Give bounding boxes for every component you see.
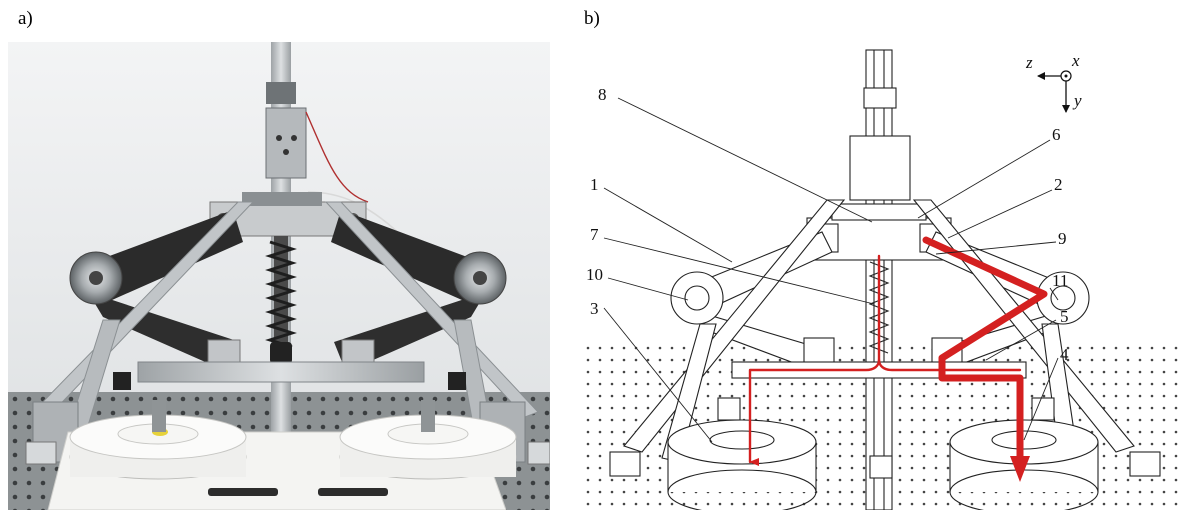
x-axis-label: x <box>1071 51 1080 70</box>
robot-photo <box>8 42 550 510</box>
callout-9: 9 <box>1058 229 1067 248</box>
spring <box>265 236 297 364</box>
linework <box>609 49 1161 510</box>
callout-2: 2 <box>1054 175 1063 194</box>
callout-7: 7 <box>590 225 599 244</box>
turntable-left <box>69 400 247 480</box>
y-axis-label: y <box>1072 91 1082 110</box>
callout-10: 10 <box>586 265 603 284</box>
panel-label-b: b) <box>584 8 600 29</box>
turntable-right <box>339 400 517 480</box>
z-axis-label: z <box>1025 53 1033 72</box>
panel-label-a: a) <box>18 8 33 29</box>
callout-5: 5 <box>1060 307 1069 326</box>
motor-block <box>265 107 307 179</box>
callout-4: 4 <box>1060 345 1069 364</box>
schematic-drawing: z x y 8 6 1 2 9 7 11 10 5 3 4 <box>582 49 1186 510</box>
coordinate-axes: z x y <box>1025 51 1082 113</box>
callout-3: 3 <box>590 299 599 318</box>
horizontal-beam <box>137 361 425 383</box>
callout-6: 6 <box>1052 125 1061 144</box>
callout-8: 8 <box>598 85 607 104</box>
callout-1: 1 <box>590 175 599 194</box>
force-path <box>748 236 1048 482</box>
callout-labels: 8 6 1 2 9 7 11 10 5 3 4 <box>586 85 1069 364</box>
callout-11: 11 <box>1052 271 1068 290</box>
leader-lines <box>603 97 1059 443</box>
